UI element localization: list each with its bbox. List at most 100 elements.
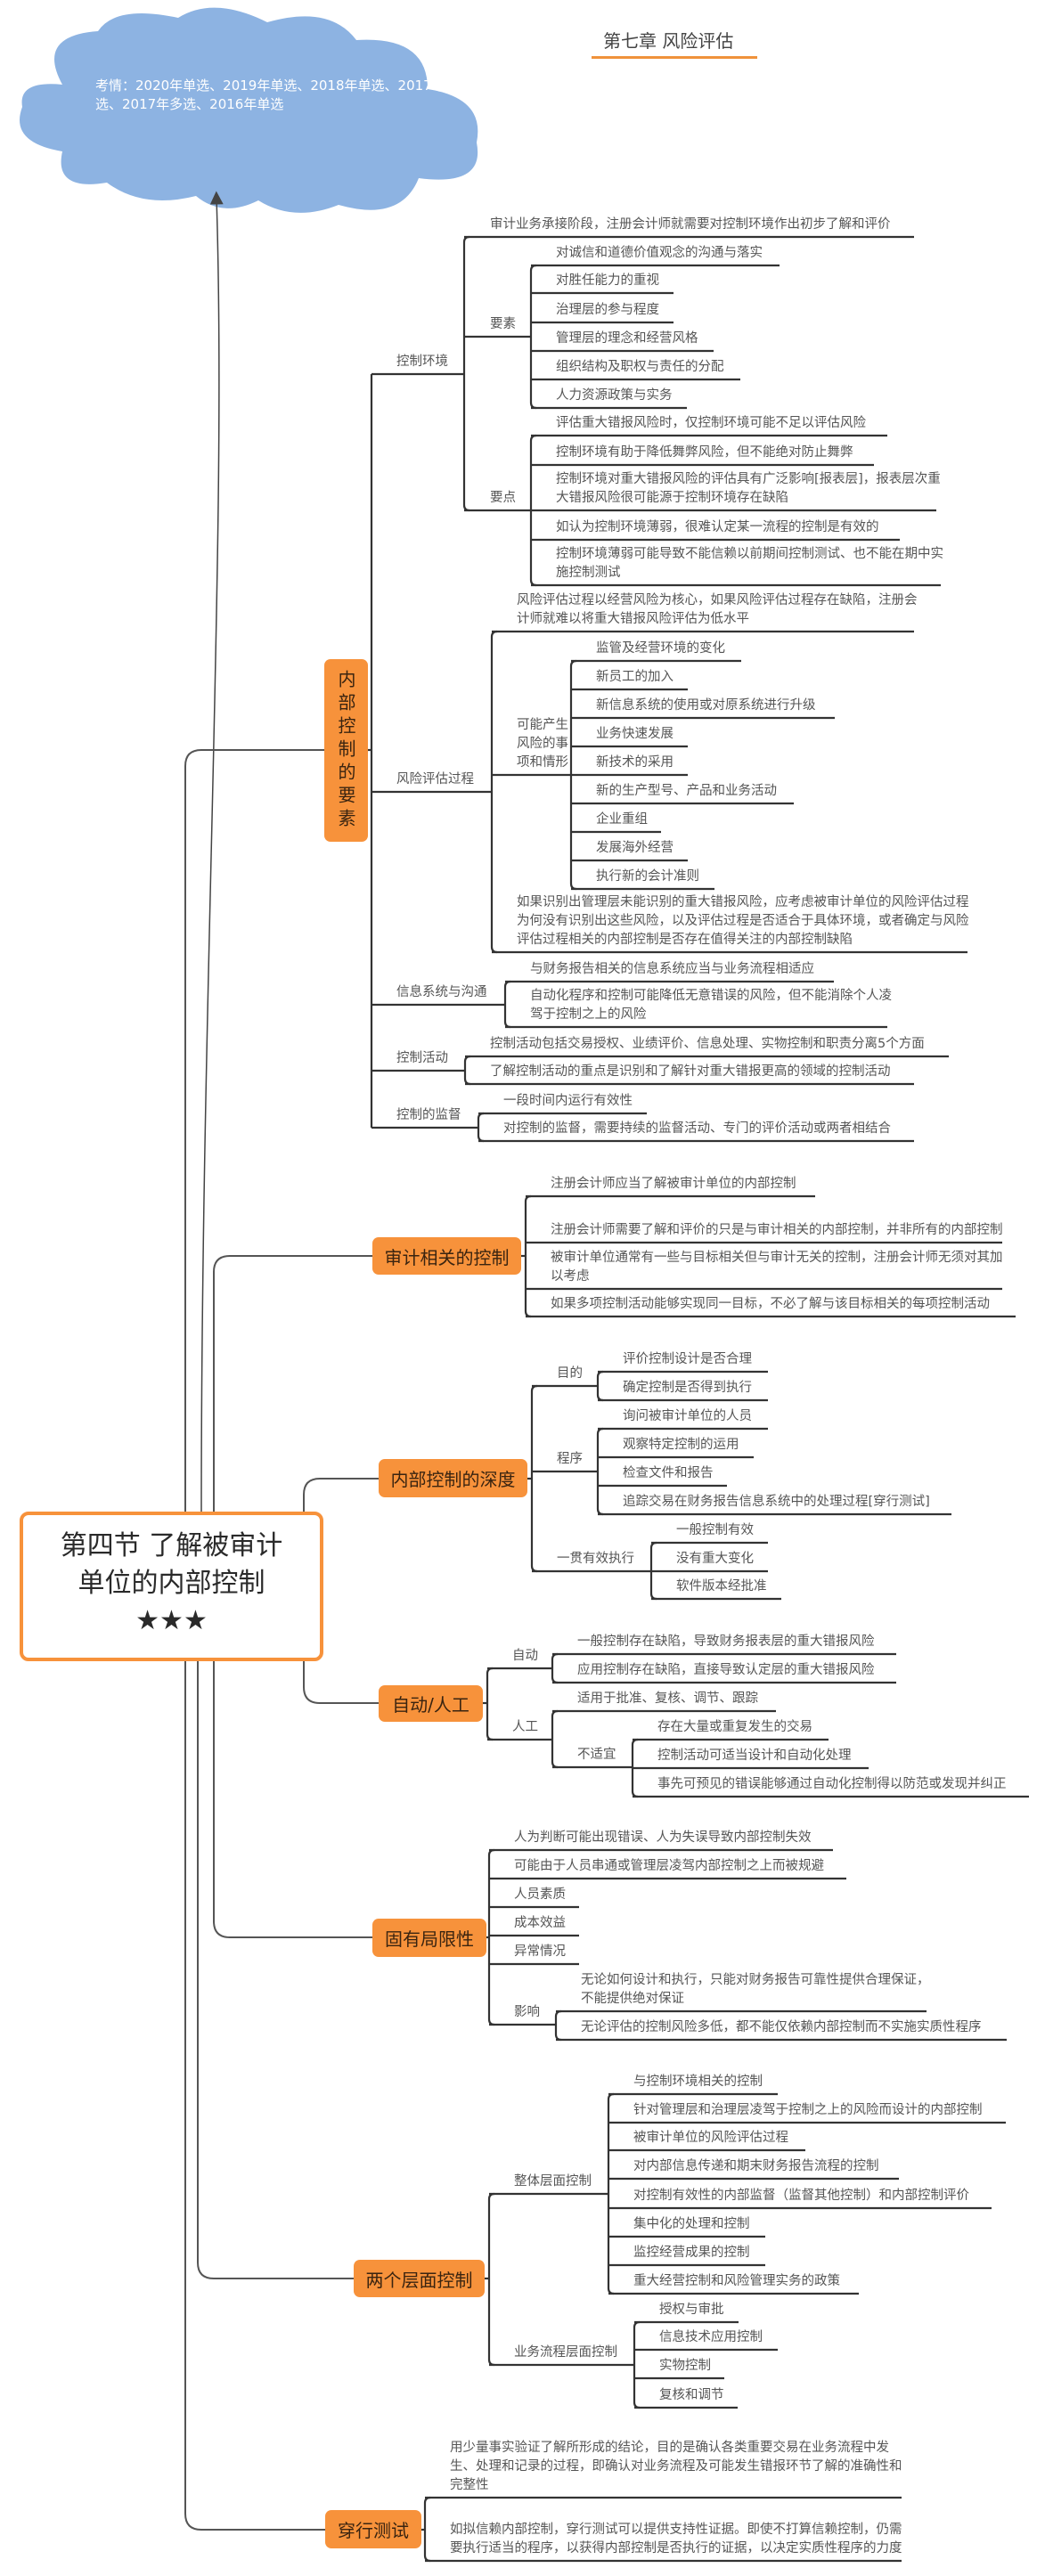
leaf-text[interactable]: 事先可预见的错误能够通过自动化控制得以防范或发现并纠正 [657,1777,1007,1791]
leaf-text[interactable]: 没有重大变化 [676,1552,754,1566]
sub-branch-label[interactable]: 程序 [557,1452,583,1466]
leaf-text[interactable]: 一般控制存在缺陷，导致财务报表层的重大错报风险 [577,1634,875,1649]
leaf-text[interactable]: 注册会计师需要了解和评价的只是与审计相关的内部控制，并非所有的内部控制 [551,1223,1003,1237]
leaf-text[interactable]: 评价控制设计是否合理 [623,1352,752,1366]
leaf-text[interactable]: 如认为控制环境薄弱，很难认定某一流程的控制是有效的 [556,520,879,534]
branch-connector [490,630,498,954]
leaf-text[interactable]: 重大经营控制和风险管理实务的政策 [633,2274,840,2288]
leaf-text[interactable]: 询问被审计单位的人员 [623,1409,752,1423]
leaf-text[interactable]: 与财务报告相关的信息系统应当与业务流程相适应 [530,962,814,976]
leaf-text[interactable]: 新员工的加入 [596,670,674,684]
sub-branch-label[interactable]: 控制活动 [396,1051,448,1065]
leaf-text[interactable]: 如拟信赖内部控制，穿行测试可以提供支持性证据。即使不打算信赖控制，仍需要执行适当… [450,2523,902,2556]
sub-branch-label[interactable]: 要素 [490,317,516,331]
leaf-text[interactable]: 人为判断可能出现错误、人为失误导致内部控制失效 [514,1830,812,1845]
leaf-text[interactable]: 集中化的处理和控制 [633,2217,750,2231]
branch-audit-relevant-controls[interactable]: 审计相关的控制 [372,1237,521,1275]
leaf-text[interactable]: 信息技术应用控制 [659,2330,763,2344]
root-topic[interactable]: 第四节 了解被审计 单位的内部控制 ★★★ [20,1512,323,1661]
leaf-text[interactable]: 如果识别出管理层未能识别的重大错报风险，应考虑被审计单位的风险评估过程为何没有识… [517,895,969,947]
leaf-text[interactable]: 审计业务承接阶段，注册会计师就需要对控制环境作出初步了解和评价 [490,217,891,232]
branch-control-depth[interactable]: 内部控制的深度 [379,1459,527,1497]
leaf-text[interactable]: 对控制有效性的内部监督（监督其他控制）和内部控制评价 [633,2189,969,2203]
leaf-text[interactable]: 对内部信息传递和期末财务报告流程的控制 [633,2159,879,2173]
sub-branch-label[interactable]: 目的 [557,1366,583,1381]
leaf-text[interactable]: 对控制的监督，需要持续的监督活动、专门的评价活动或两者相结合 [503,1121,891,1136]
leaf-text[interactable]: 监管及经营环境的变化 [596,641,725,656]
leaf-text[interactable]: 授权与审批 [659,2303,724,2317]
root-to-two-levels [197,1661,354,2279]
leaf-text[interactable]: 新技术的采用 [596,755,674,770]
leaf-text[interactable]: 存在大量或重复发生的交易 [657,1720,812,1734]
leaf-text[interactable]: 应用控制存在缺陷，直接导致认定层的重大错报风险 [577,1663,875,1677]
branch-two-level-controls[interactable]: 两个层面控制 [354,2260,485,2297]
leaf-text[interactable]: 用少量事实验证了解所形成的结论，目的是确认各类重要交易在业务流程中发生、处理和记… [450,2441,902,2492]
leaf-text[interactable]: 一般控制有效 [676,1523,754,1537]
leaf-text[interactable]: 无论如何设计和执行，只能对财务报告可靠性提供合理保证，不能提供绝对保证 [581,1973,930,2006]
sub-branch-label[interactable]: 影响 [514,2005,540,2019]
sub-branch-label[interactable]: 控制环境 [396,355,448,369]
leaf-text[interactable]: 对诚信和道德价值观念的沟通与落实 [556,246,763,260]
leaf-text[interactable]: 组织结构及职权与责任的分配 [556,360,724,374]
root-to-audit-relevant [213,1255,372,1512]
leaf-text[interactable]: 注册会计师应当了解被审计单位的内部控制 [551,1177,796,1191]
leaf-text[interactable]: 评估重大错报风险时，仅控制环境可能不足以评估风险 [556,416,866,430]
leaf-text[interactable]: 控制环境薄弱可能导致不能信赖以前期间控制测试、也不能在期中实施控制测试 [556,547,943,580]
leaf-text[interactable]: 执行新的会计准则 [596,869,699,884]
leaf-text[interactable]: 被审计单位的风险评估过程 [633,2131,788,2145]
branch-internal-control-elements[interactable]: 内部控制的要素 [324,659,368,842]
leaf-text[interactable]: 如果多项控制活动能够实现同一目标，不必了解与该目标相关的每项控制活动 [551,1297,990,1311]
leaf-text[interactable]: 新信息系统的使用或对原系统进行升级 [596,698,816,713]
leaf-text[interactable]: 软件版本经批准 [676,1579,767,1594]
leaf-text[interactable]: 成本效益 [514,1916,566,1930]
leaf-text[interactable]: 无论评估的控制风险多低，都不能仅依赖内部控制而不实施实质性程序 [581,2020,982,2034]
leaf-text[interactable]: 对胜任能力的重视 [556,273,659,288]
sub-branch-label[interactable]: 业务流程层面控制 [514,2345,617,2360]
leaf-text[interactable]: 追踪交易在财务报告信息系统中的处理过程[穿行测试] [623,1495,930,1509]
leaf-text[interactable]: 针对管理层和治理层凌驾于控制之上的风险而设计的内部控制 [633,2103,983,2117]
sub-branch-label[interactable]: 控制的监督 [396,1108,461,1122]
sub-branch-label[interactable]: 可能产生风险的事项和情形 [517,718,568,770]
leaf-text[interactable]: 一段时间内运行有效性 [503,1094,633,1108]
leaf-text[interactable]: 发展海外经营 [596,841,674,855]
leaf-text[interactable]: 控制环境有助于降低舞弊风险，但不能绝对防止舞弊 [556,445,853,460]
leaf-text[interactable]: 适用于批准、复核、调节、跟踪 [577,1692,758,1706]
leaf-text[interactable]: 与控制环境相关的控制 [633,2075,763,2089]
sub-branch-label[interactable]: 不适宜 [577,1748,616,1762]
leaf-text[interactable]: 复核和调节 [659,2388,724,2402]
sub-branch-label[interactable]: 人工 [512,1720,538,1734]
sub-branch-label[interactable]: 风险评估过程 [396,772,474,787]
leaf-text[interactable]: 自动化程序和控制可能降低无意错误的风险，但不能消除个人凌驾于控制之上的风险 [530,989,892,1022]
leaf-text[interactable]: 控制活动可适当设计和自动化处理 [657,1749,852,1763]
sub-branch-label[interactable]: 信息系统与沟通 [396,985,487,999]
leaf-text[interactable]: 人力资源政策与实务 [556,388,673,403]
leaf-text[interactable]: 异常情况 [514,1944,566,1959]
leaf-text[interactable]: 了解控制活动的重点是识别和了解针对重大错报更高的领域的控制活动 [490,1064,891,1079]
leaf-text[interactable]: 新的生产型号、产品和业务活动 [596,784,777,798]
leaf-text[interactable]: 被审计单位通常有一些与目标相关但与审计无关的控制，注册会计师无须对其加以考虑 [551,1251,1003,1284]
leaf-text[interactable]: 管理层的理念和经营风格 [556,331,698,346]
leaf-text[interactable]: 控制环境对重大错报风险的评估具有广泛影响[报表层]，报表层次重大错报风险很可能源… [556,472,941,505]
leaf-text[interactable]: 人员素质 [514,1887,566,1902]
branch-automated-manual[interactable]: 自动/人工 [379,1685,483,1722]
leaf-text[interactable]: 风险评估过程以经营风险为核心，如果风险评估过程存在缺陷，注册会计师就难以将重大错… [517,593,918,626]
leaf-text[interactable]: 控制活动包括交易授权、业绩评价、信息处理、实物控制和职责分离5个方面 [490,1037,925,1051]
leaf-text[interactable]: 企业重组 [596,812,648,827]
branch-connector [551,1652,559,1684]
branch-walkthrough-test[interactable]: 穿行测试 [325,2510,421,2548]
sub-branch-label[interactable]: 要点 [490,491,516,505]
leaf-text[interactable]: 实物控制 [659,2359,711,2373]
leaf-text[interactable]: 观察特定控制的运用 [623,1438,739,1452]
sub-branch-label[interactable]: 整体层面控制 [514,2174,592,2189]
leaf-text[interactable]: 业务快速发展 [596,727,674,741]
sub-branch-label[interactable]: 自动 [512,1649,538,1663]
leaf-text[interactable]: 检查文件和报告 [623,1466,714,1480]
branch-connector [633,2320,641,2409]
sub-branch-label[interactable]: 一贯有效执行 [557,1552,634,1566]
leaf-text[interactable]: 可能由于人员串通或管理层凌驾内部控制之上而被规避 [514,1859,824,1873]
leaf-text[interactable]: 监控经营成果的控制 [633,2246,750,2260]
leaf-text[interactable]: 治理层的参与程度 [556,303,659,317]
leaf-text[interactable]: 确定控制是否得到执行 [623,1381,752,1395]
branch-inherent-limitations[interactable]: 固有局限性 [372,1919,486,1957]
